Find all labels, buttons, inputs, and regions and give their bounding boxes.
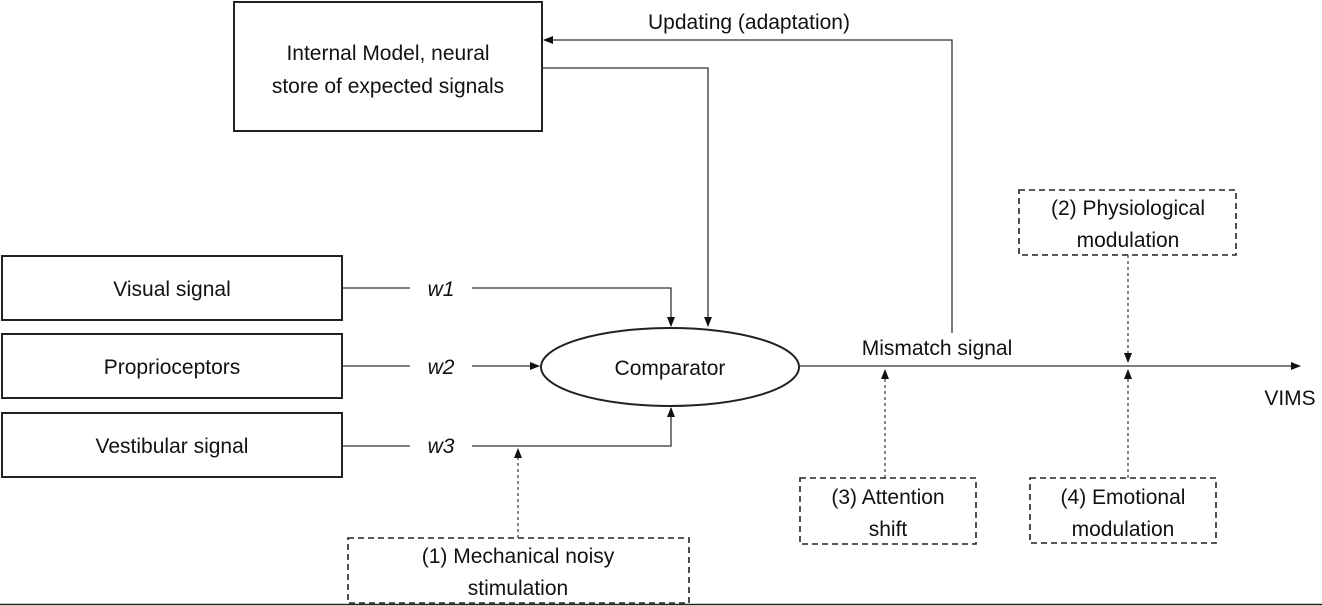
vestibular-arrow <box>472 407 675 447</box>
input-label: Vestibular signal <box>96 435 249 458</box>
modulator-attention: (3) Attention shift <box>799 477 977 545</box>
modulator-line1: (1) Mechanical noisy <box>422 545 615 568</box>
input-vestibular: Vestibular signal w3 <box>1 412 455 478</box>
internal-model-line2: store of expected signals <box>272 75 504 98</box>
updating-label: Updating (adaptation) <box>648 11 850 34</box>
input-label: Visual signal <box>113 278 231 301</box>
modulator-line2: modulation <box>1072 518 1175 541</box>
expected-signal-arrow <box>542 67 712 327</box>
comparator-node: Comparator <box>540 327 800 407</box>
modulator-emotional: (4) Emotional modulation <box>1029 477 1217 544</box>
weight-label: w1 <box>428 278 455 301</box>
modulator-line2: stimulation <box>468 577 568 600</box>
vims-label: VIMS <box>1264 387 1315 410</box>
modulator-line2: shift <box>869 518 908 541</box>
modulator-physiological: (2) Physiological modulation <box>1018 189 1237 256</box>
modulator-line1: (4) Emotional <box>1061 486 1186 509</box>
internal-model-box: Internal Model, neural store of expected… <box>233 1 543 132</box>
weight-label: w3 <box>428 435 455 458</box>
updating-arrow <box>543 36 953 333</box>
modulator-line1: (3) Attention <box>831 486 944 509</box>
input-visual: Visual signal w1 <box>1 255 455 321</box>
modulator-line2: modulation <box>1077 229 1180 252</box>
comparator-label: Comparator <box>615 357 726 380</box>
mismatch-label: Mismatch signal <box>862 337 1013 360</box>
input-label: Proprioceptors <box>104 356 241 379</box>
modulator-line1: (2) Physiological <box>1051 197 1205 220</box>
visual-arrow <box>472 287 675 327</box>
weight-label: w2 <box>428 356 455 379</box>
internal-model-line1: Internal Model, neural <box>286 42 489 65</box>
modulator-mechanical: (1) Mechanical noisy stimulation <box>347 537 690 604</box>
